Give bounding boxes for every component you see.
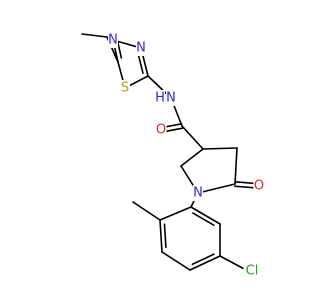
bond-ar-2-3 (159, 219, 163, 253)
bond-ar-2-3-inner (163, 223, 167, 249)
atom-n-thiadiazole-left: N (108, 33, 118, 48)
bond-aryl-cl (219, 255, 249, 272)
atom-n-thiadiazole-right-mask (136, 40, 146, 56)
bond-aryl-methyl (132, 201, 161, 221)
atom-o-lactam: O (254, 179, 264, 194)
atom-n-thiadiazole-left-mask (108, 32, 118, 48)
atom-o-amide: O (156, 123, 166, 138)
atom-cl: Cl (246, 264, 259, 279)
bond-c4-c5 (234, 147, 238, 185)
bond-ar-4-5-inner (191, 253, 215, 266)
bond-ar-1-2 (159, 206, 192, 221)
bond-ar-3-4 (161, 251, 191, 271)
atom-n-pyrrolidinone-mask (193, 185, 203, 201)
bond-co-c3 (181, 125, 204, 150)
bond-n4-c2-inner (137, 52, 144, 74)
atom-cl-mask (243, 263, 261, 279)
atom-s-thiadiazole: S (121, 81, 129, 96)
atom-h-amide: H (155, 91, 165, 106)
atom-n-amide-mask (166, 90, 176, 106)
atom-s-thiadiazole-mask (120, 80, 130, 96)
bond-c5-n3-inner (116, 41, 123, 59)
bond-layer (81, 33, 260, 272)
atom-o-amide-mask (155, 122, 167, 138)
bond-ar-6-1-inner (192, 212, 215, 227)
bond-c5-n1 (197, 183, 236, 194)
bond-ethyl-ch3 (81, 33, 108, 38)
bond-ar-6-1 (190, 206, 221, 225)
atom-n-amide: N (166, 91, 176, 106)
bond-c2-c3 (180, 148, 204, 167)
atom-n-thiadiazole-right: N (136, 41, 146, 56)
bond-ar-4-5 (189, 255, 221, 271)
atom-h-amide-mask (155, 90, 165, 106)
atom-n-pyrrolidinone: N (193, 186, 203, 201)
bond-c3-c4 (202, 147, 238, 150)
atom-o-lactam-mask (253, 178, 265, 194)
